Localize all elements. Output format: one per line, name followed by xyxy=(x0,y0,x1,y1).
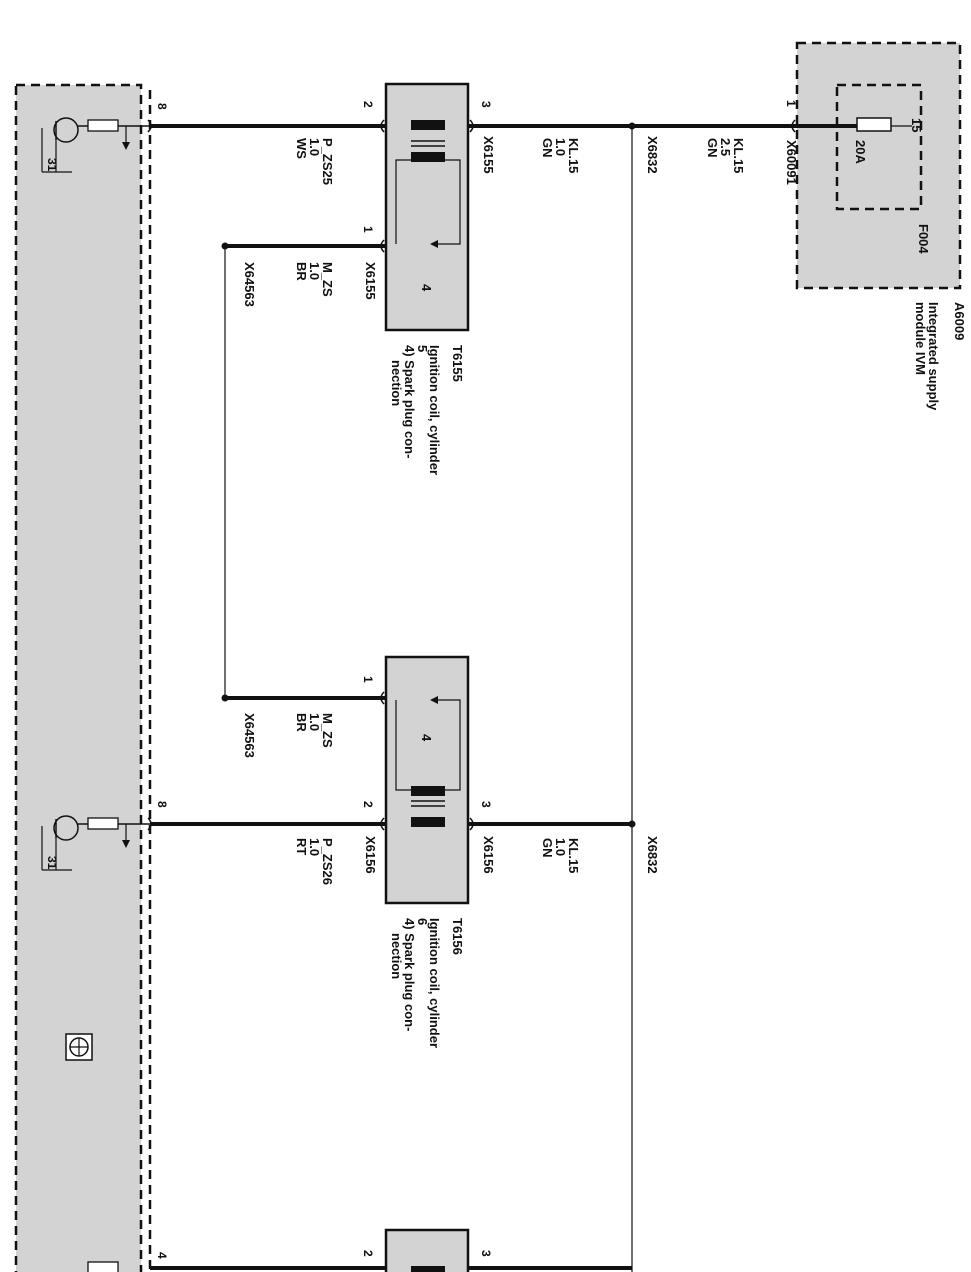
splice-point xyxy=(628,820,636,828)
pin-signal: 2 xyxy=(361,101,375,108)
wire-color: RT xyxy=(294,838,309,855)
wire-size: 1.0 xyxy=(307,262,322,280)
primary-winding-icon xyxy=(411,120,445,130)
coil-name-1: Ignition coil, cylinder xyxy=(427,345,442,475)
splice-label: X6832 xyxy=(645,136,660,174)
fuse-icon xyxy=(856,117,892,132)
ground-terminal-label: 31 xyxy=(45,158,59,172)
coil-name-2: 5 xyxy=(415,345,430,352)
dme-control-unit: 31 31 8 8 4 xyxy=(14,83,169,1272)
coil-name-1: Ignition coil, cylinder xyxy=(427,918,442,1048)
wire-size: 1.0 xyxy=(307,838,322,856)
ground-point xyxy=(221,694,229,702)
module-desc-2: module IVM xyxy=(913,302,928,375)
secondary-winding-icon xyxy=(411,786,445,796)
pin-ground: 1 xyxy=(361,226,375,233)
secondary-winding-icon xyxy=(411,152,445,162)
wire-size: 1.0 xyxy=(307,138,322,156)
wire-size: 2.5 xyxy=(718,138,733,156)
wire-size: 1.0 xyxy=(307,713,322,731)
fuse-dashed-box xyxy=(835,83,923,211)
wire-name: KL.15 xyxy=(566,838,581,873)
pin-signal: 2 xyxy=(361,1250,375,1257)
module-desc-1: Integrated supply xyxy=(926,302,941,411)
dme-pin-next: 4 xyxy=(155,1252,169,1259)
ground-terminal-label: 31 xyxy=(45,856,59,870)
coil-note-2: nection xyxy=(389,360,404,406)
resistor-icon xyxy=(87,1261,119,1272)
coil-note-1: 4) Spark plug con- xyxy=(402,918,417,1031)
ground-point xyxy=(221,242,229,250)
integrated-supply-module: 15 20A F004 1 X60091 A6009 Integrated su… xyxy=(784,41,967,411)
resistor-icon xyxy=(87,119,119,132)
module-connector: X60091 xyxy=(784,140,799,185)
wire-name: P_ZS25 xyxy=(320,138,335,185)
winding-icon xyxy=(411,1266,445,1272)
wire-name: M_ZS xyxy=(320,262,335,297)
connector-supply: X6156 xyxy=(481,836,496,874)
coil-note-2: nection xyxy=(389,933,404,979)
pin-ground: 1 xyxy=(361,676,375,683)
plug-label: 4 xyxy=(419,284,434,292)
fuse-id: F004 xyxy=(916,224,931,254)
coil-id: T6156 xyxy=(450,918,465,955)
coil-note-1: 4) Spark plug con- xyxy=(402,345,417,458)
coil-box xyxy=(384,655,470,905)
ignition-coil-cyl5: 4 3 2 1 X6155 X6155 T6155 Ignition coil,… xyxy=(361,82,496,475)
coil-name-2: 6 xyxy=(415,918,430,925)
wire-color: BR xyxy=(294,262,309,281)
wire-name: P_ZS26 xyxy=(320,838,335,885)
pin-supply: 3 xyxy=(479,101,493,108)
splice-label: X6832 xyxy=(645,836,660,874)
plug-label: 4 xyxy=(419,734,434,742)
dme-pin-cyl6: 8 xyxy=(155,801,169,808)
pin-supply: 3 xyxy=(479,1250,493,1257)
splice-point xyxy=(628,122,636,130)
ground-connector: X64563 xyxy=(242,262,257,307)
dme-symbol-icon xyxy=(65,1033,93,1061)
fuse-pin: 15 xyxy=(909,118,924,132)
module-id: A6009 xyxy=(952,302,967,340)
connector-signal: X6156 xyxy=(363,836,378,874)
wire-color: GN xyxy=(705,138,720,158)
wire-size: 1.0 xyxy=(553,838,568,856)
module-dashed-box xyxy=(795,41,962,290)
transistor-icon xyxy=(53,117,79,143)
wire-size: 1.0 xyxy=(553,138,568,156)
ground-connector: X64563 xyxy=(242,713,257,758)
coil-id: T6155 xyxy=(450,345,465,382)
wire-color: BR xyxy=(294,713,309,732)
transistor-output-cyl5: 31 xyxy=(41,117,150,173)
wire-color: GN xyxy=(540,138,555,158)
wire-name: KL.15 xyxy=(566,138,581,173)
ignition-coil-next: 3 2 xyxy=(361,1228,493,1272)
connector-ground: X6155 xyxy=(363,262,378,300)
transistor-icon xyxy=(53,815,79,841)
wire-labels: X6832 X6832 KL.15 2.5 GN KL.15 1.0 GN P_… xyxy=(242,136,746,885)
fuse-rating: 20A xyxy=(853,140,868,164)
primary-winding-icon xyxy=(411,817,445,827)
pin-signal: 2 xyxy=(361,801,375,808)
wires xyxy=(147,119,912,1272)
connector-supply: X6155 xyxy=(481,136,496,174)
wire-name: KL.15 xyxy=(731,138,746,173)
coil-box xyxy=(384,1228,470,1272)
wire-name: M_ZS xyxy=(320,713,335,748)
transistor-output-cyl6: 31 xyxy=(41,815,150,871)
module-pin: 1 xyxy=(784,100,798,107)
ignition-coil-cyl6: 4 3 2 1 X6156 X6156 T6156 Ignition coil,… xyxy=(361,655,496,1048)
wire-color: WS xyxy=(294,138,309,159)
pin-supply: 3 xyxy=(479,801,493,808)
dme-dashed-box xyxy=(14,83,143,1272)
resistor-icon xyxy=(87,817,119,830)
wire-color: GN xyxy=(540,838,555,858)
dme-pin-cyl5: 8 xyxy=(155,103,169,110)
